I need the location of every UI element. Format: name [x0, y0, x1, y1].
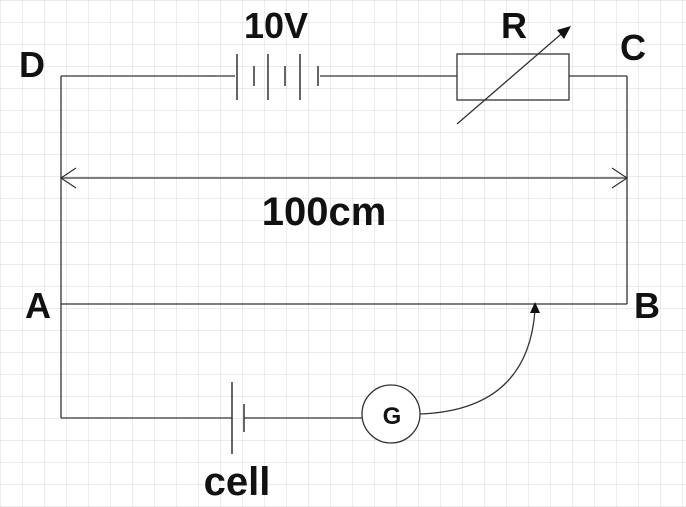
cell-symbol	[231, 382, 245, 454]
length-label: 100cm	[262, 190, 387, 234]
corner-label-d: D	[19, 44, 45, 85]
resistor-arrow-head	[557, 26, 571, 39]
battery-symbol	[205, 54, 319, 100]
corner-label-c: C	[620, 27, 646, 68]
corner-label-a: A	[25, 285, 51, 326]
corner-label-b: B	[634, 285, 660, 326]
jockey-arrow-head	[530, 302, 540, 313]
length-dimension-arrow	[59, 167, 629, 189]
cell-label: cell	[204, 460, 271, 504]
jockey-lead	[419, 302, 540, 415]
variable-resistor	[456, 26, 571, 125]
battery-label: 10V	[244, 5, 308, 46]
resistor-label: R	[501, 5, 527, 46]
galvanometer-label: G	[383, 403, 402, 430]
resistor-arrow-line	[456, 28, 568, 125]
